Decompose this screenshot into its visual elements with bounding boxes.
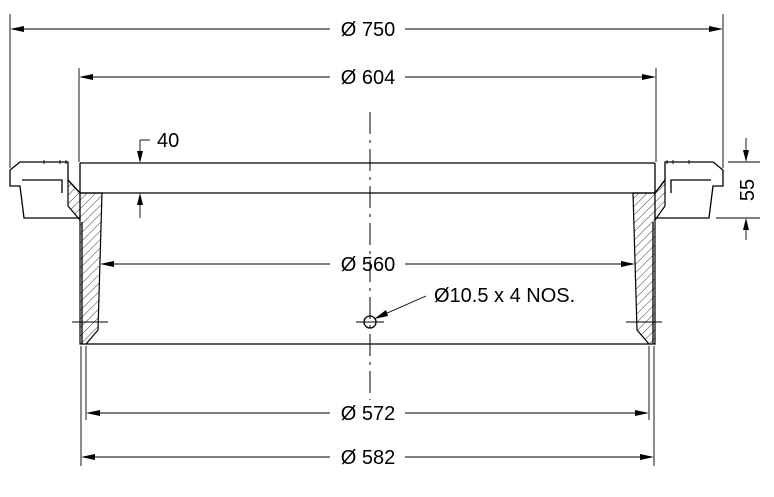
bottom-inner-diameter-label: Ø 572 bbox=[341, 403, 395, 425]
overall-diameter-label: Ø 750 bbox=[341, 19, 395, 41]
dimension-height: 55 bbox=[716, 138, 760, 240]
dimension-overall-diameter: Ø 750 bbox=[9, 14, 724, 168]
cover-rim bbox=[79, 162, 656, 194]
height-label: 55 bbox=[737, 179, 759, 201]
dimension-flange-diameter: Ø 604 bbox=[78, 67, 657, 162]
dimension-inner-diameter: Ø 560 bbox=[100, 254, 635, 276]
dimension-bottom-outer-diameter: Ø 582 bbox=[80, 346, 655, 469]
rim-depth-label: 40 bbox=[157, 130, 179, 152]
bottom-outer-diameter-label: Ø 582 bbox=[341, 447, 395, 469]
right-frame-section bbox=[626, 160, 724, 345]
hole-callout: Ø10.5 x 4 NOS. bbox=[356, 285, 575, 329]
dimension-bottom-inner-diameter: Ø 572 bbox=[85, 346, 650, 425]
left-frame-section bbox=[9, 160, 108, 345]
inner-diameter-label: Ø 560 bbox=[341, 254, 395, 276]
dimension-rim-depth: 40 bbox=[137, 130, 179, 218]
flange-diameter-label: Ø 604 bbox=[341, 67, 395, 89]
hole-note-label: Ø10.5 x 4 NOS. bbox=[434, 285, 575, 307]
